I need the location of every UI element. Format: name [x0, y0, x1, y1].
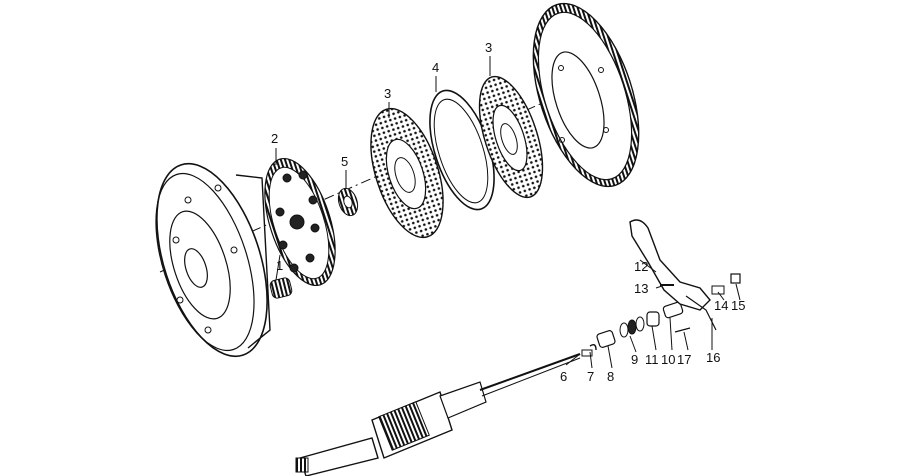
callout-5: 5 — [341, 154, 348, 169]
spring — [269, 277, 293, 299]
circlip — [589, 343, 597, 351]
ring-gear — [532, 2, 640, 188]
bushing — [662, 301, 684, 319]
sleeve — [646, 311, 660, 327]
fork-pivot — [711, 285, 725, 295]
nut — [730, 273, 741, 284]
callout-3b: 3 — [485, 40, 492, 55]
clutch-disc-front — [370, 107, 444, 239]
callout-16: 16 — [706, 350, 720, 365]
flywheel — [155, 162, 271, 358]
callout-15: 15 — [731, 298, 745, 313]
callout-13: 13 — [634, 281, 648, 296]
callout-7: 7 — [587, 369, 594, 384]
leader-lines — [275, 56, 741, 369]
release-bearing — [596, 330, 616, 348]
callout-10: 10 — [661, 352, 675, 367]
washers — [619, 316, 645, 338]
callout-9: 9 — [631, 352, 638, 367]
release-fork — [629, 219, 717, 331]
clutch-disc-rear — [478, 75, 544, 199]
callout-6: 6 — [560, 369, 567, 384]
pushrod-pin — [581, 349, 593, 357]
pressure-plate — [264, 157, 336, 287]
center-axis-line — [159, 81, 591, 273]
callout-11: 11 — [645, 352, 659, 367]
callout-12: 12 — [634, 259, 648, 274]
hub — [337, 187, 359, 217]
callout-14: 14 — [714, 298, 728, 313]
pin — [674, 327, 691, 333]
input-shaft — [295, 353, 581, 476]
callout-1: 1 — [276, 258, 283, 273]
callout-3a: 3 — [384, 86, 391, 101]
callout-4: 4 — [432, 60, 439, 75]
callout-17: 17 — [677, 352, 691, 367]
callout-2: 2 — [271, 131, 278, 146]
callout-8: 8 — [607, 369, 614, 384]
